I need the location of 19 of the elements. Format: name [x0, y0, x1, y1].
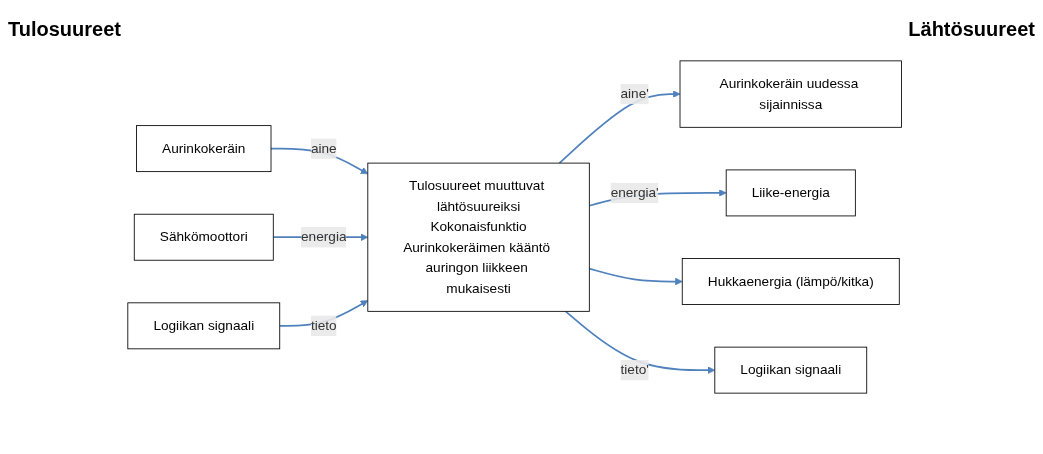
edge-label: aine' [620, 86, 649, 101]
edge-label: aine [310, 140, 337, 156]
arrow [564, 310, 716, 374]
edge-label: energia' [610, 185, 659, 200]
node-box: Aurinkokeräin uudessa sijainnissa [679, 60, 902, 128]
column-heading: Tulosuureet [8, 17, 121, 41]
node-box: Tulosuureet muuttuvat lähtösuureiksi Kokonaisfunktio Aurinkokeräimen kääntö auringon liikkeen mukaisesti [367, 162, 590, 312]
node-box: Aurinkokeräin [136, 125, 272, 173]
arrow [558, 90, 681, 164]
node-box: Logiikan signaali [714, 346, 868, 394]
column-heading: Lähtösuureet [908, 17, 1035, 41]
node-box: Sähkömoottori [133, 213, 274, 261]
node-box: Logiikan signaali [127, 302, 281, 350]
node-box: Liike-energia [725, 169, 856, 217]
node-box: Hukkaenergia (lämpö/kitka) [681, 258, 900, 305]
edge-label: tieto' [620, 362, 649, 377]
arrow [588, 267, 683, 286]
edge-label: tieto [310, 318, 337, 333]
edge-label: energia [301, 229, 347, 245]
